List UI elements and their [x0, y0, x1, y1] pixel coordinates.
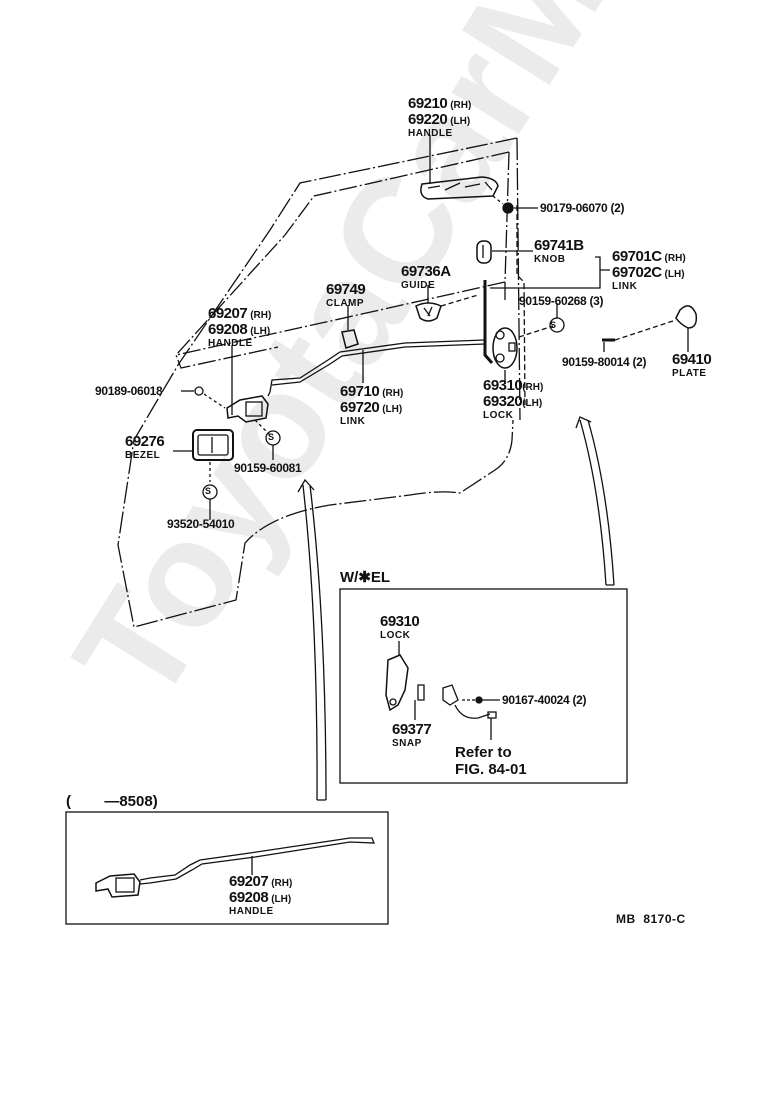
callout-inset-handle: 69207(RH) 69208(LH) HANDLE	[229, 874, 292, 917]
part-number: 69276	[125, 433, 165, 450]
callout-snap: 69377 SNAP	[392, 721, 432, 749]
part-number: 69320	[483, 393, 523, 410]
bolt-90179	[502, 202, 514, 214]
part-name: KNOB	[534, 254, 566, 265]
callout-screw-90167: 90167-40024 (2)	[502, 693, 587, 707]
part-number: 69310	[483, 377, 523, 394]
lock-shape	[492, 327, 518, 369]
inner-handle-shape	[226, 391, 271, 423]
side-label: (LH)	[664, 269, 685, 280]
part-number: 69208	[229, 889, 269, 906]
arrow-right	[575, 416, 615, 586]
arrow-left	[297, 478, 327, 801]
side-label: (LH)	[450, 116, 471, 127]
side-label: (RH)	[450, 100, 472, 111]
refer-line-1: Refer to	[455, 744, 512, 761]
link-rod	[269, 339, 486, 393]
guide-shape	[415, 302, 442, 322]
callout-guide: 69736A GUIDE	[401, 264, 451, 291]
window-frame	[175, 151, 510, 369]
callout-screw-90179: 90179-06070 (2)	[540, 201, 625, 215]
screw-symbol: S	[268, 432, 274, 442]
callout-screw-90159-80014: 90159-80014 (2)	[562, 355, 647, 369]
part-number: 69220	[408, 111, 448, 128]
side-label: (RH)	[382, 388, 404, 399]
screw-symbol: S	[205, 486, 211, 496]
callout-el-lock: 69310 LOCK	[380, 613, 420, 641]
part-number: 69377	[392, 721, 432, 738]
part-name: HANDLE	[208, 338, 253, 349]
part-number: 69736A	[401, 263, 451, 280]
part-name: HANDLE	[408, 128, 453, 139]
side-label: (RH)	[250, 310, 272, 321]
refer-line-2: FIG. 84-01	[455, 761, 527, 779]
side-label: (RH)	[522, 382, 544, 393]
callout-screw-90159-60081: 90159-60081	[234, 461, 302, 475]
part-number: 69741B	[534, 237, 584, 254]
part-name: PLATE	[672, 368, 707, 379]
knob-shape	[476, 240, 492, 264]
screw-symbol: S	[550, 320, 556, 330]
bezel-shape	[192, 429, 234, 461]
side-label: (RH)	[664, 253, 686, 264]
inset-el-title: W/✱EL	[340, 569, 391, 586]
door-outline	[117, 137, 518, 628]
side-label: (LH)	[271, 894, 292, 905]
callout-inner-handle: 69207(RH) 69208(LH) HANDLE	[208, 306, 271, 349]
part-name: LOCK	[483, 410, 514, 421]
part-name: CLAMP	[326, 298, 365, 309]
inset-8508-title: ( —8508)	[66, 793, 158, 810]
part-number: 69410	[672, 351, 712, 368]
part-number: 69207	[229, 873, 269, 890]
callout-screw-93520: 93520-54010	[167, 517, 235, 531]
callout-plate: 69410 PLATE	[672, 351, 712, 379]
inset-el-box	[339, 588, 628, 784]
callout-bezel: 69276 BEZEL	[125, 433, 165, 461]
part-name: HANDLE	[229, 906, 274, 917]
part-number: 69749	[326, 281, 366, 298]
side-label: (LH)	[382, 404, 403, 415]
el-actuator-shape	[442, 684, 497, 719]
callout-knob: 69741B KNOB	[534, 238, 584, 265]
side-label: (LH)	[522, 398, 543, 409]
part-number: 69710	[340, 383, 380, 400]
snap-shape	[417, 684, 425, 701]
part-name: SNAP	[392, 738, 422, 749]
part-number: 69720	[340, 399, 380, 416]
callout-outer-handle: 69210(RH) 69220(LH) HANDLE	[408, 96, 471, 139]
clamp-shape	[341, 329, 359, 349]
callout-screw-90189: 90189-06018	[95, 384, 163, 398]
side-label: (LH)	[250, 326, 271, 337]
part-number: 69208	[208, 321, 248, 338]
part-name: GUIDE	[401, 280, 436, 291]
inset-8508-box	[65, 811, 389, 925]
outer-handle-shape	[420, 176, 499, 200]
figure-code: MB 8170-C	[616, 912, 686, 926]
inset-handle-shape	[95, 837, 375, 898]
el-lock-shape	[385, 654, 409, 712]
part-number: 69702C	[612, 264, 662, 281]
part-number: 69701C	[612, 248, 662, 265]
callout-handle-link: 69710(RH) 69720(LH) LINK	[340, 384, 403, 427]
bolt-90189	[194, 386, 204, 396]
plate-shape	[675, 305, 698, 329]
part-number: 69207	[208, 305, 248, 322]
part-name: LOCK	[380, 630, 411, 641]
part-name: LINK	[340, 416, 366, 427]
refer-note: Refer to FIG. 84-01	[455, 744, 527, 779]
callout-lock-link: 69701C(RH) 69702C(LH) LINK	[612, 249, 686, 292]
part-name: BEZEL	[125, 450, 161, 461]
side-label: (RH)	[271, 878, 293, 889]
callout-door-lock: 69310(RH) 69320(LH) LOCK	[483, 378, 543, 421]
part-name: LINK	[612, 281, 638, 292]
callout-screw-90159-60268: 90159-60268 (3)	[519, 294, 604, 308]
part-number: 69210	[408, 95, 448, 112]
part-number: 69310	[380, 613, 420, 630]
callout-clamp: 69749 CLAMP	[326, 281, 366, 309]
